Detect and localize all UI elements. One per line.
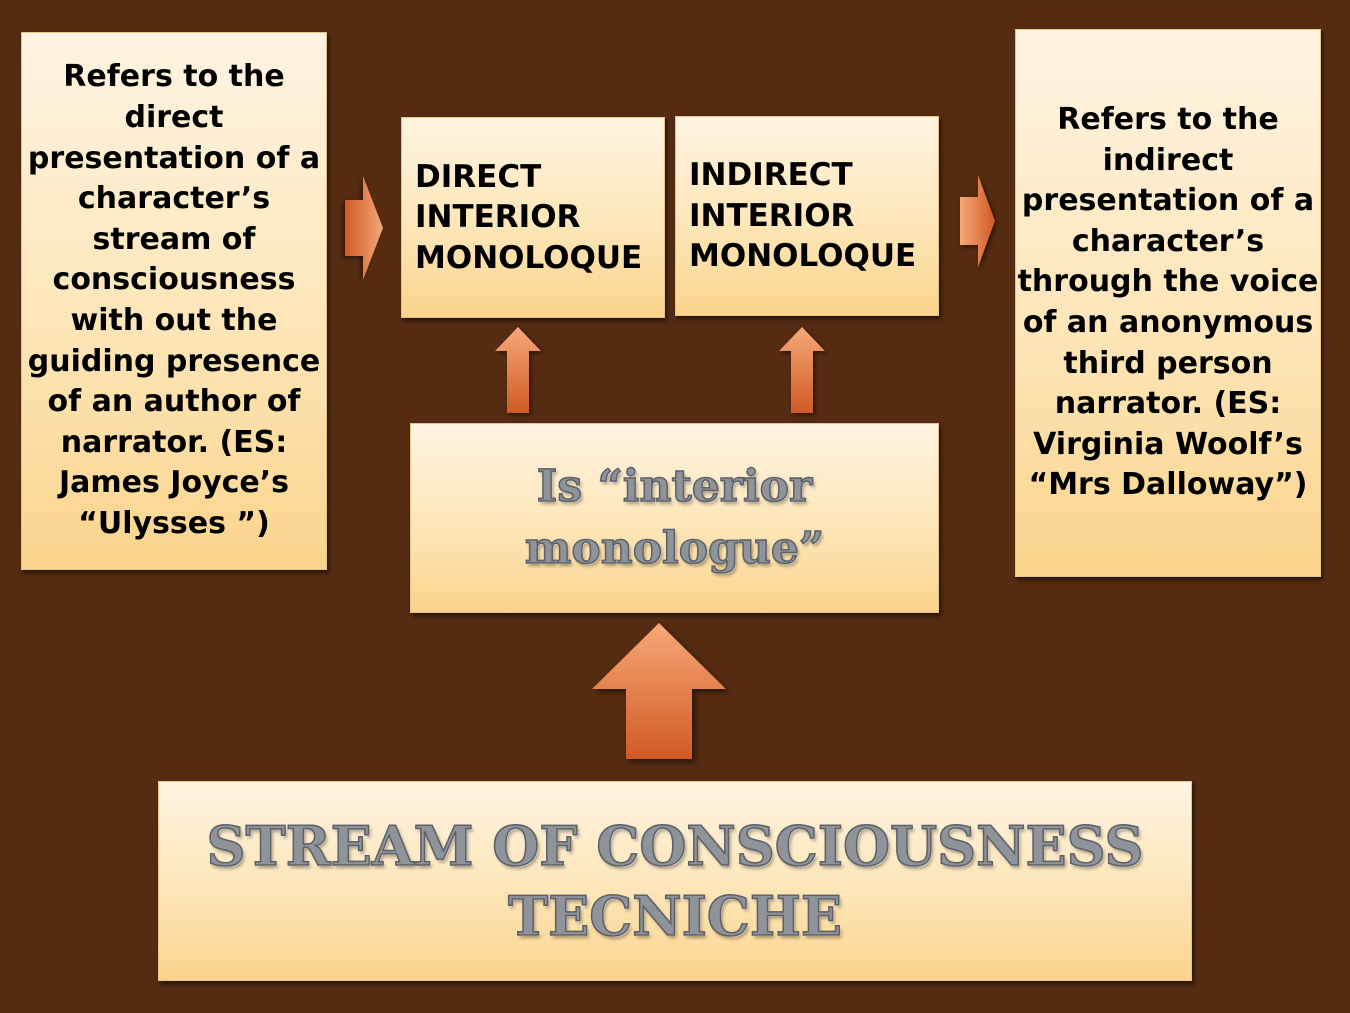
up-arrow-icon-left <box>495 327 541 413</box>
right-description-text: Refers to the indirect presentation of a… <box>1017 102 1319 503</box>
left-arrow-icon <box>345 176 383 280</box>
big-up-arrow-icon <box>592 623 726 759</box>
up-arrow-icon-right <box>779 327 825 413</box>
direct-interior-monologue-label: DIRECT INTERIOR MONOLOQUE <box>415 158 643 276</box>
right-description-box: Refers to the indirect presentation of a… <box>1015 29 1321 577</box>
interior-monologue-label: Is “interior monologue” <box>524 460 825 575</box>
stream-of-consciousness-title: STREAM OF CONSCIOUSNESS TECNICHE <box>206 813 1144 949</box>
direct-interior-monologue-box: DIRECT INTERIOR MONOLOQUE <box>401 117 665 318</box>
left-description-text: Refers to the direct presentation of a c… <box>27 59 321 541</box>
stream-of-consciousness-box: STREAM OF CONSCIOUSNESS TECNICHE <box>158 781 1192 981</box>
indirect-interior-monologue-label: INDIRECT INTERIOR MONOLOQUE <box>689 157 917 275</box>
indirect-interior-monologue-box: INDIRECT INTERIOR MONOLOQUE <box>675 116 939 316</box>
left-description-box: Refers to the direct presentation of a c… <box>21 32 327 570</box>
interior-monologue-box: Is “interior monologue” <box>410 423 939 613</box>
right-arrow-icon <box>960 175 995 267</box>
